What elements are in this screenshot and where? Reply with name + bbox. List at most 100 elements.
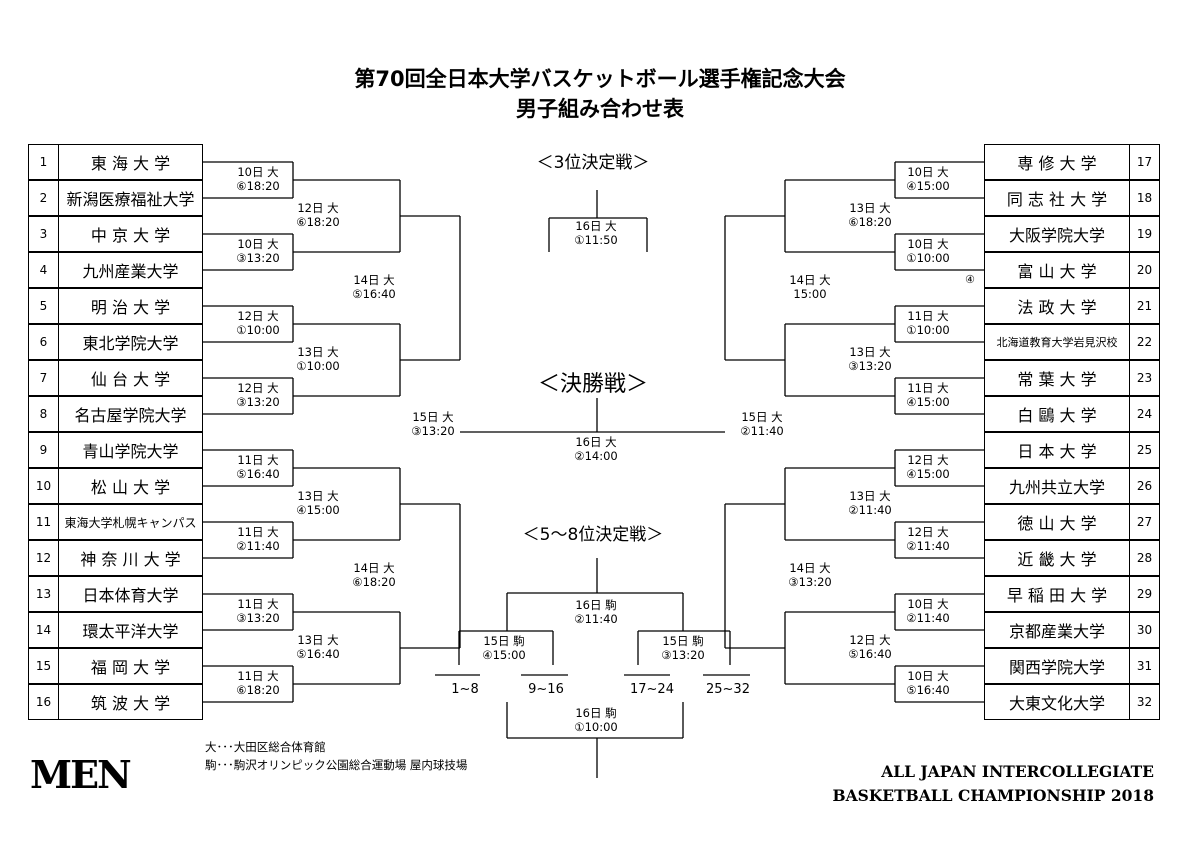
left-r1-match-day: 11日 大	[237, 597, 279, 611]
left-r1-match-time: ⑥18:20	[236, 179, 280, 193]
left-r1-match-time: ⑤16:40	[236, 467, 280, 481]
right-r1-match-time: ②11:40	[906, 539, 950, 553]
left-r3-match-time: ⑥18:20	[352, 575, 396, 589]
right-r1-match-day: 12日 大	[907, 453, 949, 467]
third-place-day: 16日 大	[575, 219, 617, 233]
right-r1-match-time: ④15:00	[906, 467, 950, 481]
team-name: 大阪学院大学	[984, 216, 1130, 252]
left-r1-match-day: 12日 大	[237, 381, 279, 395]
right-r2-match-time: ③13:20	[848, 359, 892, 373]
team-name: 神 奈 川 大 学	[58, 540, 203, 576]
range-label-3: 17~24	[630, 682, 674, 697]
team-name: 仙 台 大 学	[58, 360, 203, 396]
left-r3-match-time: ⑤16:40	[352, 287, 396, 301]
left-r2-match-day: 13日 大	[297, 345, 339, 359]
right-r2-match-time: ②11:40	[848, 503, 892, 517]
left-r1-match-time: ③13:20	[236, 611, 280, 625]
team-name: 日本体育大学	[58, 576, 203, 612]
team-name: 大東文化大学	[984, 684, 1130, 720]
classification-bottom-day: 16日 駒	[575, 706, 617, 720]
seed-number: 24	[1129, 396, 1160, 432]
left-r1-match-time: ②11:40	[236, 539, 280, 553]
classification-right-match: 15日 駒 ③13:20	[643, 634, 723, 662]
right-r3-match-time: 15:00	[793, 287, 827, 301]
left-r2-match-time: ①10:00	[296, 359, 340, 373]
legend-venue-2: 駒･･･駒沢オリンピック公園総合運動場 屋内球技場	[205, 758, 468, 772]
right-r2-match-time: ⑤16:40	[848, 647, 892, 661]
final-match: 16日 大 ②14:00	[556, 435, 636, 463]
team-name: 北海道教育大学岩見沢校	[984, 324, 1130, 360]
right-r2-match-time: ⑥18:20	[848, 215, 892, 229]
seed-number: 29	[1129, 576, 1160, 612]
range-label-2: 9~16	[528, 682, 564, 697]
seed-number: 23	[1129, 360, 1160, 396]
classification-left-time: ④15:00	[482, 648, 526, 662]
left-r3-match-day: 14日 大	[353, 273, 395, 287]
right-r1-match-time: ①10:00	[906, 323, 950, 337]
left-r1-match-time: ③13:20	[236, 395, 280, 409]
team-name: 関西学院大学	[984, 648, 1130, 684]
classification-top-time: ②11:40	[574, 612, 618, 626]
seed-number: 1	[28, 144, 59, 180]
team-name: 日 本 大 学	[984, 432, 1130, 468]
team-name: 松 山 大 学	[58, 468, 203, 504]
english-title-line-1: ALL JAPAN INTERCOLLEGIATE	[881, 762, 1154, 781]
right-r1-match-day: 10日 大	[907, 597, 949, 611]
seed-number: 2	[28, 180, 59, 216]
seed-number: 13	[28, 576, 59, 612]
seed-number: 20	[1129, 252, 1160, 288]
team-name: 白 鷗 大 学	[984, 396, 1130, 432]
team-name: 東海大学札幌キャンパス	[58, 504, 203, 540]
team-name: 専 修 大 学	[984, 144, 1130, 180]
team-name: 法 政 大 学	[984, 288, 1130, 324]
men-label: MEN	[30, 752, 132, 797]
classification-left-day: 15日 駒	[483, 634, 525, 648]
team-name: 中 京 大 学	[58, 216, 203, 252]
classification-bottom-time: ①10:00	[574, 720, 618, 734]
team-name: 徳 山 大 学	[984, 504, 1130, 540]
right-r1-match-day: 10日 大	[907, 237, 949, 251]
final-time: ②14:00	[574, 449, 618, 463]
left-r1-match-day: 11日 大	[237, 669, 279, 683]
range-label-4: 25~32	[706, 682, 750, 697]
seed-number: 7	[28, 360, 59, 396]
seed-number: 18	[1129, 180, 1160, 216]
left-r3-match-day: 14日 大	[353, 561, 395, 575]
seed-number: 3	[28, 216, 59, 252]
team-name: 東北学院大学	[58, 324, 203, 360]
seed-number: 10	[28, 468, 59, 504]
left-r1-match-time: ①10:00	[236, 323, 280, 337]
seed-number: 32	[1129, 684, 1160, 720]
right-r4-match-day: 15日 大	[741, 410, 783, 424]
team-name: 九州共立大学	[984, 468, 1130, 504]
team-name: 筑 波 大 学	[58, 684, 203, 720]
left-r1-match-day: 10日 大	[237, 237, 279, 251]
left-r1-match-day: 11日 大	[237, 453, 279, 467]
left-r2-match-day: 12日 大	[297, 201, 339, 215]
classification-top-match: 16日 駒 ②11:40	[556, 598, 636, 626]
classification-right-day: 15日 駒	[662, 634, 704, 648]
right-r1-match-day: 12日 大	[907, 525, 949, 539]
title-line-1: 第70回全日本大学バスケットボール選手権記念大会	[354, 67, 846, 91]
right-r1-match-time: ②11:40	[906, 611, 950, 625]
team-name: 九州産業大学	[58, 252, 203, 288]
team-name: 青山学院大学	[58, 432, 203, 468]
